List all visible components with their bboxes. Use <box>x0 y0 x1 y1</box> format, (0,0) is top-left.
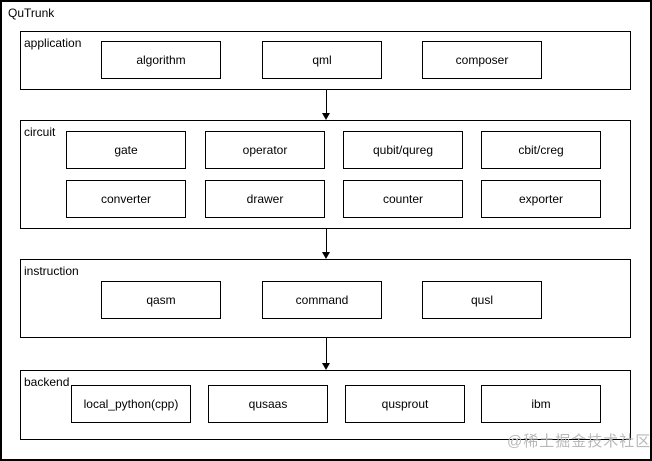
node-qusaas: qusaas <box>208 385 328 423</box>
node-qml: qml <box>262 41 382 79</box>
node-qasm: qasm <box>101 281 221 319</box>
arrow-head <box>322 113 330 120</box>
node-converter: converter <box>66 180 186 218</box>
node-local-python-cpp: local_python(cpp) <box>71 385 191 423</box>
down-arrow-circuit-to-instruction-icon <box>322 229 331 259</box>
node-gate: gate <box>66 131 186 169</box>
node-ibm: ibm <box>481 385 601 423</box>
layer-label-circuit: circuit <box>24 125 56 139</box>
node-qubit-qureg: qubit/qureg <box>343 131 463 169</box>
node-operator: operator <box>205 131 325 169</box>
arrow-shaft <box>326 229 327 254</box>
watermark-text: @稀土掘金技术社区 <box>507 433 652 450</box>
arrow-shaft <box>326 338 327 365</box>
node-counter: counter <box>343 180 463 218</box>
down-arrow-application-to-circuit-icon <box>322 90 331 120</box>
down-arrow-instruction-to-backend-icon <box>322 338 331 370</box>
node-drawer: drawer <box>205 180 325 218</box>
arrow-shaft <box>326 90 327 115</box>
node-composer: composer <box>422 41 542 79</box>
node-command: command <box>262 281 382 319</box>
diagram-title: QuTrunk <box>6 6 57 20</box>
layer-application: application algorithm qml composer <box>20 31 631 90</box>
layer-backend: backend local_python(cpp) qusaas qusprou… <box>20 370 631 440</box>
arrow-head <box>322 252 330 259</box>
layer-instruction: instruction qasm command qusl <box>20 259 631 338</box>
layer-label-backend: backend <box>24 375 70 389</box>
node-qusprout: qusprout <box>345 385 465 423</box>
node-cbit-creg: cbit/creg <box>481 131 601 169</box>
layer-label-application: application <box>24 36 82 50</box>
layer-circuit: circuit gate operator qubit/qureg cbit/c… <box>20 120 631 229</box>
node-exporter: exporter <box>481 180 601 218</box>
layer-label-instruction: instruction <box>24 264 79 278</box>
node-algorithm: algorithm <box>101 41 221 79</box>
node-qusl: qusl <box>422 281 542 319</box>
arrow-head <box>322 363 330 370</box>
